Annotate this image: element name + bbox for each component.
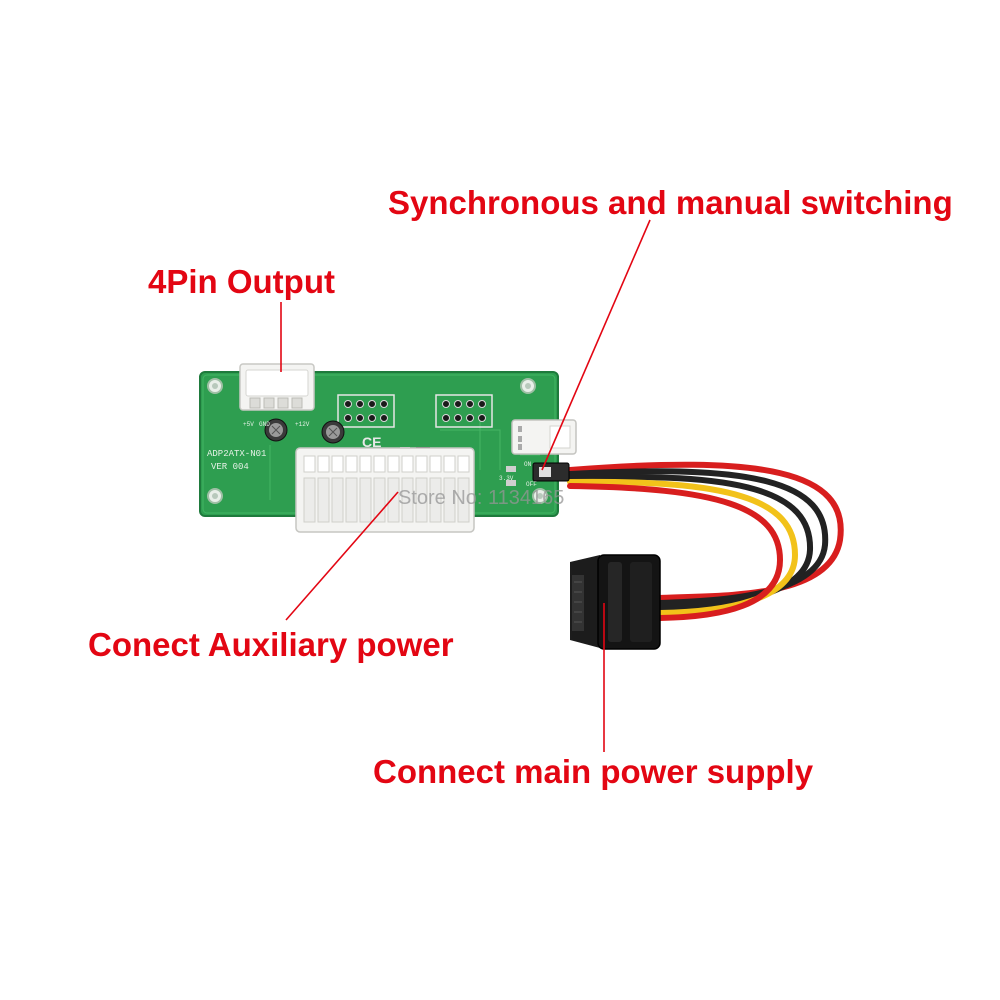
silk-33v-label: 3.3V (499, 475, 514, 482)
wire-yellow (567, 478, 799, 616)
callout-sync-switching: Synchronous and manual switching (388, 184, 953, 221)
header-block-right (435, 394, 493, 428)
silk-gnd-label: GND (259, 421, 270, 428)
leader-lines (280, 219, 651, 752)
leader-sync (541, 219, 651, 471)
smd-resistor-3 (506, 480, 516, 486)
smd-resistor-2 (506, 466, 516, 472)
capacitor-left (264, 418, 288, 442)
mounting-holes (207, 378, 548, 504)
sata-input-connector (511, 419, 577, 455)
wire-black-1 (567, 468, 829, 606)
header-block-left (337, 394, 395, 428)
mode-switch (532, 462, 570, 482)
sata-power-plug (570, 554, 661, 650)
silk-on-label: ON (524, 461, 532, 468)
capacitor-right (321, 420, 345, 444)
wire-black-2 (567, 473, 814, 611)
callout-4pin-output: 4Pin Output (148, 263, 335, 300)
atx-24pin-connector (295, 447, 475, 533)
wire-red-2 (567, 483, 784, 621)
callout-aux-power: Conect Auxiliary power (88, 626, 454, 663)
ce-mark: CE (362, 434, 381, 450)
callout-main-power: Connect main power supply (373, 753, 814, 790)
silk-12v-label: +12V (295, 421, 310, 428)
sata-cable-wires (567, 461, 844, 621)
silk-off-label: OFF (526, 481, 537, 488)
molex-4pin-connector (239, 363, 315, 411)
store-watermark: Store No: 1134165 (398, 487, 565, 509)
board-model-label: ADP2ATX-N01 (207, 449, 266, 459)
leader-aux (285, 491, 399, 621)
board-version-label: VER 004 (211, 462, 249, 472)
pcb-traces (269, 415, 540, 500)
silk-5v-label: +5V (243, 421, 254, 428)
